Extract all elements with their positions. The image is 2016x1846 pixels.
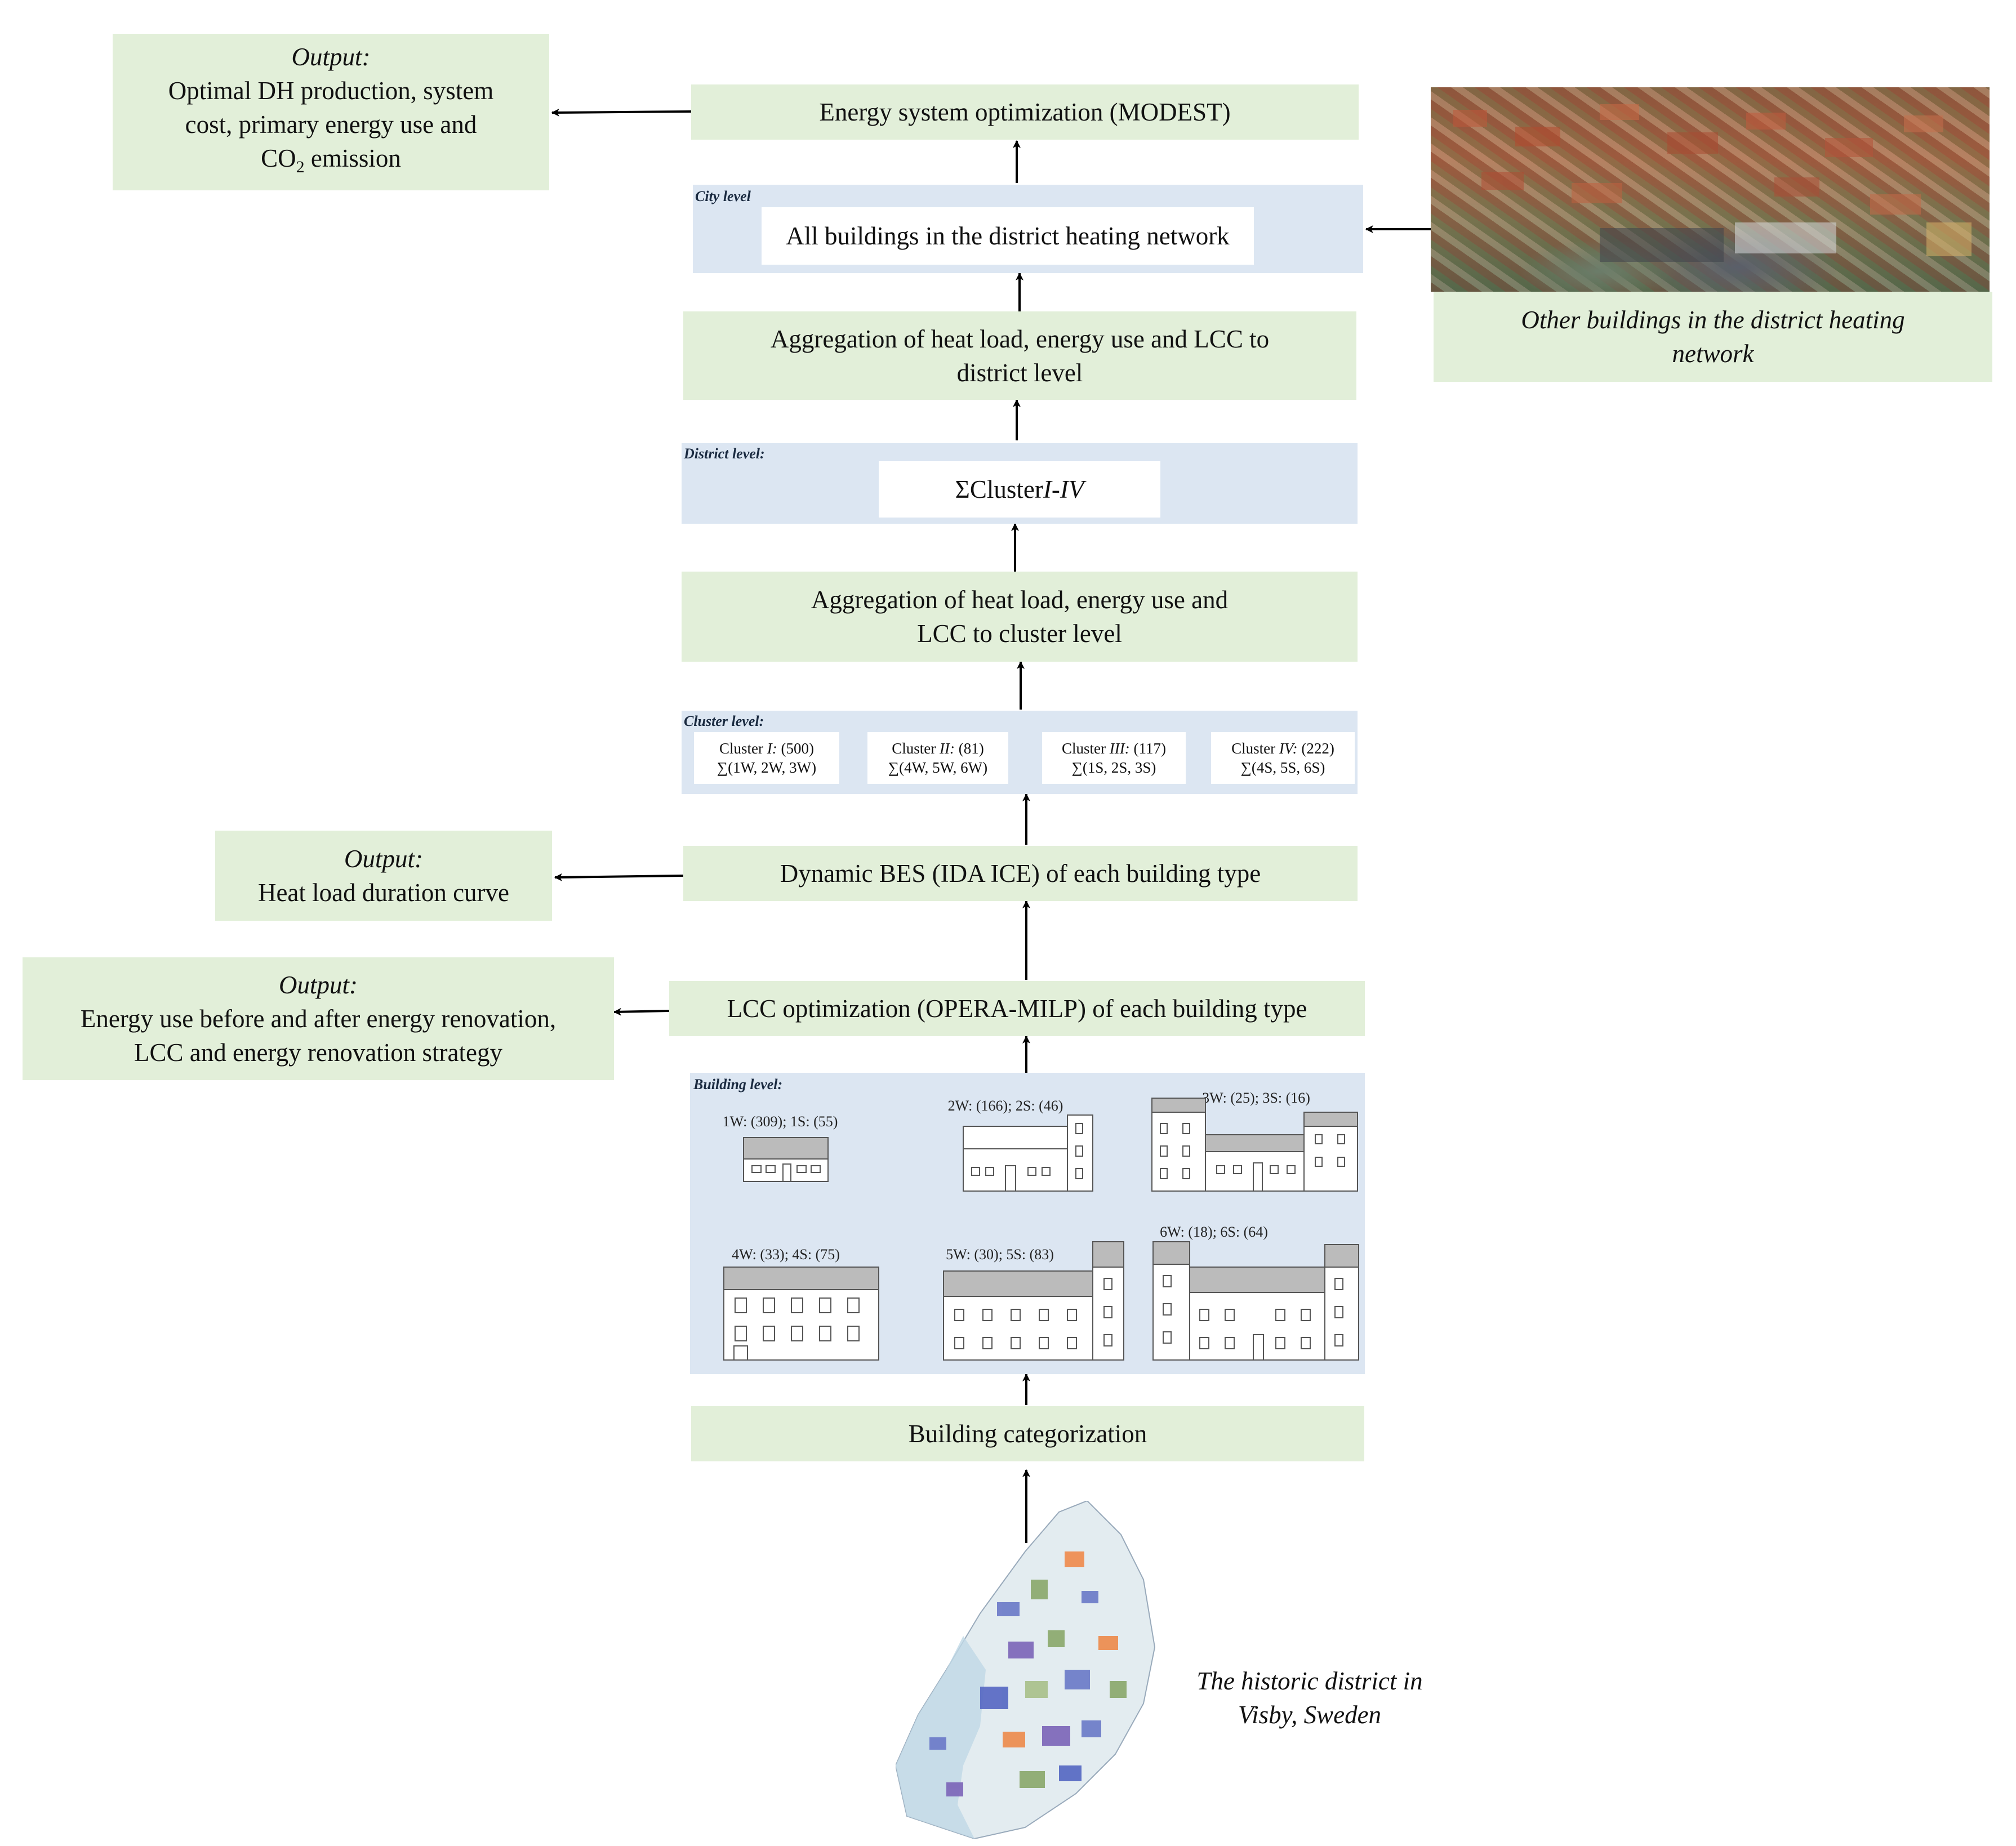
city-level-panel: City level All buildings in the district… xyxy=(693,185,1363,273)
output-label: Output: xyxy=(291,43,371,71)
building-type-label: 4W: (33); 4S: (75) xyxy=(732,1246,840,1263)
sum-range: I-IV xyxy=(1043,475,1084,503)
map-caption-line: The historic district in xyxy=(1196,1667,1423,1695)
arrow-lcc-to-output xyxy=(613,1007,670,1016)
photo-caption-line: Other buildings in the district heating xyxy=(1521,306,1905,334)
cluster-head: Cluster I: (500) xyxy=(719,740,814,757)
building-type-6-icon xyxy=(1152,1241,1359,1361)
all-buildings-box: All buildings in the district heating ne… xyxy=(762,207,1254,265)
photo-caption-line: network xyxy=(1672,340,1754,368)
emission-text: emission xyxy=(304,144,401,172)
city-level-label: City level xyxy=(695,188,751,204)
output-text-line: cost, primary energy use and xyxy=(185,110,477,139)
output-box-heat-load: Output: Heat load duration curve xyxy=(215,831,552,921)
building-type-2-icon xyxy=(963,1114,1093,1192)
output-text-line: Heat load duration curve xyxy=(257,879,510,907)
building-type-label: 6W: (18); 6S: (64) xyxy=(1160,1224,1268,1240)
cluster-box: Cluster III: (117) ∑(1S, 2S, 3S) xyxy=(1042,732,1186,784)
cluster-box: Cluster IV: (222) ∑(4S, 5S, 6S) xyxy=(1211,732,1355,784)
aggregation-line: district level xyxy=(956,358,1083,387)
output-text-line: LCC and energy renovation strategy xyxy=(134,1038,502,1067)
cluster-box: Cluster I: (500) ∑(1W, 2W, 3W) xyxy=(694,732,839,784)
cluster-sum: ∑(1S, 2S, 3S) xyxy=(1071,759,1156,776)
map-building-blocks xyxy=(929,1551,1127,1796)
cluster-box: Cluster II: (81) ∑(4W, 5W, 6W) xyxy=(867,732,1008,784)
output-box-energy-use: Output: Energy use before and after ener… xyxy=(23,957,614,1080)
sum-symbol: Σ xyxy=(955,475,970,503)
aggregation-district-box: Aggregation of heat load, energy use and… xyxy=(683,311,1356,400)
output-label: Output: xyxy=(279,971,358,999)
cluster-sum: ∑(4S, 5S, 6S) xyxy=(1240,759,1325,776)
building-type-5-icon xyxy=(943,1241,1124,1361)
arrow-bes-to-output xyxy=(554,873,684,881)
building-categorization-box: Building categorization xyxy=(691,1406,1364,1461)
map-caption-line: Visby, Sweden xyxy=(1238,1701,1382,1729)
output-text-line: Energy use before and after energy renov… xyxy=(80,1005,557,1033)
photo-caption-box: Other buildings in the district heating … xyxy=(1434,292,1992,382)
district-level-label: District level: xyxy=(684,445,765,462)
output-text-line: Optimal DH production, system xyxy=(168,77,494,105)
building-type-label: 1W: (309); 1S: (55) xyxy=(722,1113,838,1130)
co2-text: CO xyxy=(261,144,296,172)
cluster-sum: ∑(1W, 2W, 3W) xyxy=(716,759,817,776)
building-level-label: Building level: xyxy=(693,1076,783,1093)
cluster-level-panel: Cluster level: Cluster I: (500) ∑(1W, 2W… xyxy=(682,711,1358,794)
building-elevation-drawings xyxy=(723,1098,1359,1361)
energy-system-optimization-box: Energy system optimization (MODEST) xyxy=(691,84,1359,140)
arrow-modest-to-output xyxy=(551,108,692,117)
photo-rooftops xyxy=(1453,104,1972,262)
aggregation-line: Aggregation of heat load, energy use and… xyxy=(770,324,1270,353)
building-type-label: 3W: (25); 3S: (16) xyxy=(1202,1090,1310,1106)
co2-subscript: 2 xyxy=(296,158,305,176)
aggregation-cluster-box: Aggregation of heat load, energy use and… xyxy=(682,572,1358,662)
dynamic-bes-box: Dynamic BES (IDA ICE) of each building t… xyxy=(683,846,1358,901)
cluster-sum: ∑(4W, 5W, 6W) xyxy=(888,759,988,776)
aggregation-line: LCC to cluster level xyxy=(917,619,1122,648)
building-type-label: 2W: (166); 2S: (46) xyxy=(947,1098,1063,1114)
output-box-energy-system: Output: Optimal DH production, system co… xyxy=(113,34,549,190)
cluster-level-label: Cluster level: xyxy=(684,713,764,729)
aggregation-line: Aggregation of heat load, energy use and xyxy=(811,586,1229,614)
sum-word: Cluster xyxy=(969,475,1043,503)
map-caption: The historic district in Visby, Sweden xyxy=(1152,1661,1467,1734)
city-aerial-photo xyxy=(1431,87,1990,292)
building-type-4-icon xyxy=(723,1267,879,1361)
building-type-1-icon xyxy=(743,1137,829,1182)
lcc-optimization-box: LCC optimization (OPERA-MILP) of each bu… xyxy=(669,981,1365,1036)
output-text-line: CO2 emission xyxy=(261,141,401,184)
building-type-3-icon xyxy=(1151,1098,1358,1192)
output-label: Output: xyxy=(344,845,423,873)
building-type-label: 5W: (30); 5S: (83) xyxy=(946,1246,1054,1263)
cluster-head: Cluster IV: (222) xyxy=(1231,740,1334,757)
visby-district-map xyxy=(896,1501,1156,1839)
cluster-head: Cluster II: (81) xyxy=(892,740,984,757)
building-level-panel: Building level: 1W: (309); 1S: (55) 2W: … xyxy=(690,1073,1365,1374)
cluster-head: Cluster III: (117) xyxy=(1062,740,1166,757)
